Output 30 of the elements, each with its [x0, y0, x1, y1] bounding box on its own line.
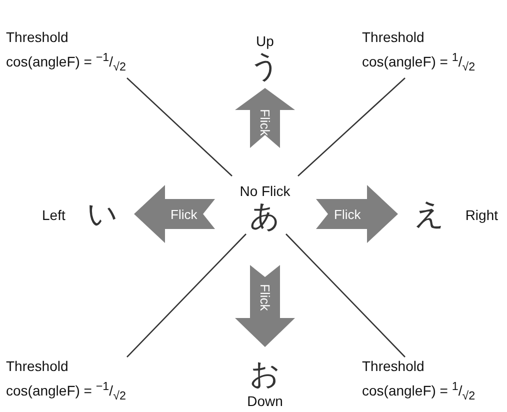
threshold-heading: Threshold — [362, 28, 424, 46]
threshold-line — [298, 78, 406, 176]
threshold-formula: cos(angleF) = $^{−1}$/$_{√2}$ — [6, 50, 126, 76]
kana-character: う — [250, 50, 280, 84]
kana-character: あ — [250, 200, 280, 234]
threshold-formula: cos(angleF) = $^{1}$/$_{√2}$ — [362, 379, 476, 404]
edge-label: Flick — [258, 284, 272, 311]
block-arrow — [316, 185, 398, 243]
edge-label: Flick — [170, 206, 198, 222]
threshold-formula: cos(angleF) = $^{1}$/$_{√2}$ — [362, 50, 476, 76]
kana-character: お — [250, 358, 280, 392]
threshold-line — [126, 78, 232, 176]
kana-character: え — [414, 198, 445, 232]
threshold-line — [286, 234, 406, 358]
direction-label: Up — [256, 32, 274, 50]
threshold-formula: cos(angleF) = $^{−1}$/$_{√2}$ — [6, 379, 126, 404]
threshold-heading: Threshold — [6, 28, 68, 46]
threshold-heading: Threshold — [362, 357, 424, 375]
edge-label: Flick — [334, 206, 361, 222]
block-arrow — [235, 265, 295, 347]
edge-label: Flick — [258, 109, 272, 136]
block-arrow — [235, 88, 295, 148]
threshold-heading: Threshold — [6, 357, 68, 375]
threshold-line — [126, 234, 246, 358]
direction-label: Right — [465, 206, 498, 224]
kana-character: い — [87, 198, 118, 232]
direction-label: Down — [247, 392, 283, 410]
block-arrow — [134, 185, 215, 243]
state-label: No Flick — [240, 182, 290, 200]
direction-label: Left — [42, 206, 66, 224]
